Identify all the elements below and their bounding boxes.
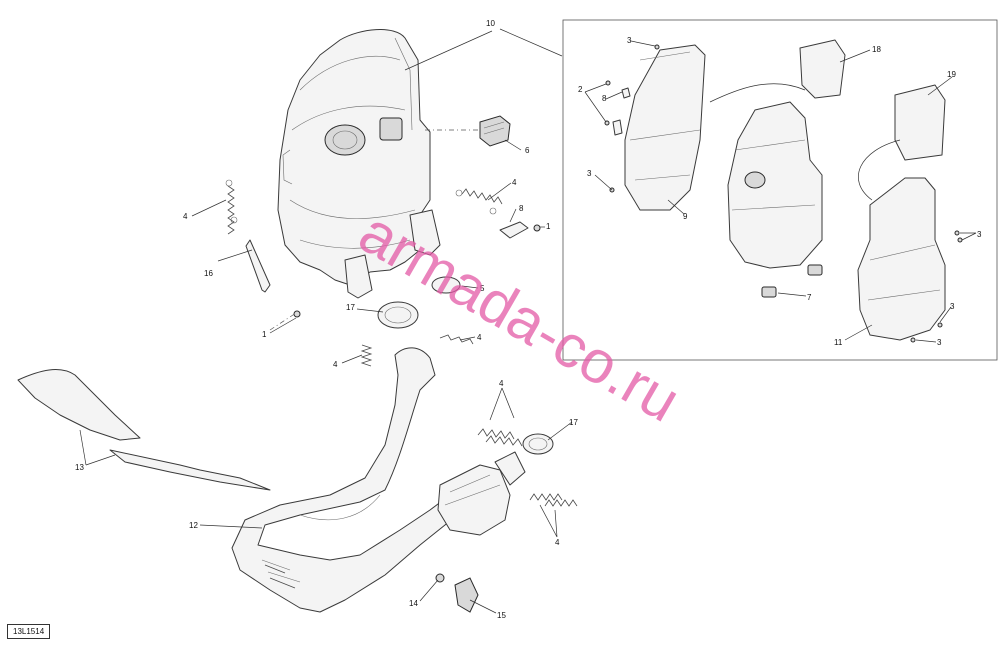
heat-shield-part-13-lower[interactable]: [109, 449, 271, 491]
muffler-cover-part-9[interactable]: [624, 44, 706, 211]
callout-4-spring-left: 4: [183, 212, 188, 221]
bolt-part-1-left[interactable]: [293, 310, 301, 318]
label-19-arrow-path: [858, 139, 901, 201]
callout-3-lower: 3: [950, 302, 955, 311]
label-18-arrow-path: [709, 83, 806, 103]
heat-shield-part-13-upper[interactable]: [17, 369, 141, 441]
muffler-body-inset[interactable]: [727, 101, 823, 269]
callout-13: 13: [75, 463, 84, 472]
callout-2: 2: [578, 85, 583, 94]
diagram-code-label: 13L1514: [7, 624, 51, 639]
callout-17-lower: 17: [569, 418, 578, 427]
spring-part-4-mid-left[interactable]: [360, 344, 373, 367]
callout-18: 18: [872, 45, 881, 54]
callout-14: 14: [409, 599, 418, 608]
bolt-alignment-line: [269, 312, 297, 331]
spring-part-4-left[interactable]: [225, 179, 238, 235]
callout-16: 16: [204, 269, 213, 278]
bolt-part-1-right[interactable]: [533, 224, 541, 232]
screws-part-2[interactable]: [604, 80, 611, 126]
callout-19: 19: [947, 70, 956, 79]
heat-shield-part-11[interactable]: [857, 177, 946, 341]
callout-9: 9: [683, 212, 688, 221]
callout-3-bottom: 3: [937, 338, 942, 347]
spring-part-4-upper-right[interactable]: [455, 188, 503, 215]
callout-12: 12: [189, 521, 198, 530]
muffler-assembly[interactable]: [277, 29, 441, 299]
screws-part-3[interactable]: [609, 44, 963, 343]
callout-6: 6: [525, 146, 530, 155]
callout-5: 5: [480, 284, 485, 293]
clip-part-8-inset[interactable]: [612, 87, 631, 136]
springs-part-4-lower-pair[interactable]: [477, 428, 523, 447]
mount-bracket-part-6[interactable]: [479, 115, 511, 147]
spring-part-4-mid-right[interactable]: [439, 334, 474, 345]
callout-3-top: 3: [627, 36, 632, 45]
springs-part-4-right-pair[interactable]: [529, 493, 578, 507]
callout-7: 7: [807, 293, 812, 302]
muffler-detail-inset-frame: [562, 19, 998, 361]
callout-1-left: 1: [262, 330, 267, 339]
label-plate-part-18[interactable]: [799, 39, 846, 99]
exhaust-pipe-part-12[interactable]: [231, 347, 471, 613]
callout-3-left: 3: [587, 169, 592, 178]
callout-10: 10: [486, 19, 495, 28]
callout-15: 15: [497, 611, 506, 620]
callout-4-mid-right: 4: [477, 333, 482, 342]
rod-part-16[interactable]: [245, 239, 271, 293]
callout-17-upper: 17: [346, 303, 355, 312]
callout-4-lower-pair: 4: [499, 379, 504, 388]
clip-part-8[interactable]: [499, 221, 529, 239]
callout-4-mid-left: 4: [333, 360, 338, 369]
callout-8-clip: 8: [519, 204, 524, 213]
callout-8-inset: 8: [602, 94, 607, 103]
gasket-part-17-lower[interactable]: [522, 433, 554, 455]
callout-4-right-pair: 4: [555, 538, 560, 547]
callout-11: 11: [834, 338, 843, 347]
callout-leader-lines: [79, 30, 977, 614]
rubber-mount-part-7[interactable]: [761, 264, 823, 298]
label-plate-part-19[interactable]: [894, 84, 946, 161]
callout-3-right: 3: [977, 230, 982, 239]
catalytic-converter[interactable]: [437, 451, 526, 536]
gasket-part-17-upper[interactable]: [377, 301, 419, 329]
inset-connector-line: [499, 28, 563, 57]
callout-4-spring-upper: 4: [512, 178, 517, 187]
grommet-part-5[interactable]: [431, 276, 461, 294]
callout-1-right: 1: [546, 222, 551, 231]
bracket-part-15[interactable]: [454, 577, 479, 613]
